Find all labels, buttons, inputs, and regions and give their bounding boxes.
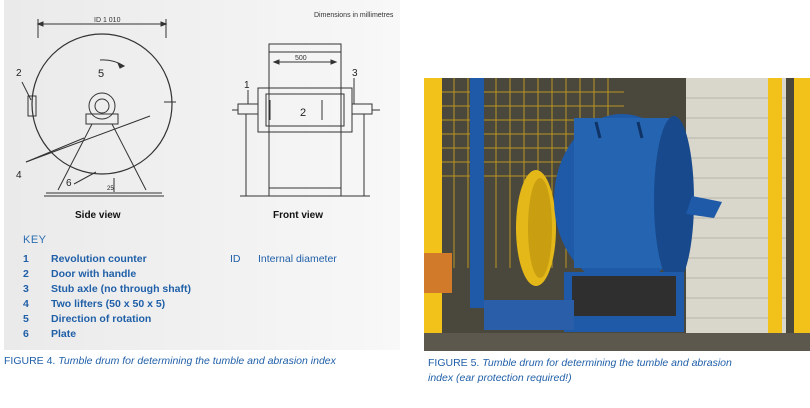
key-number: 6 bbox=[23, 328, 29, 340]
key-abbreviation: ID bbox=[230, 253, 241, 265]
figure5-caption-text-line1: Tumble drum for determining the tumble a… bbox=[482, 357, 732, 369]
id-dimension-label: ID 1 010 bbox=[94, 17, 121, 24]
key-text: Door with handle bbox=[51, 268, 137, 280]
front-view-label: Front view bbox=[273, 210, 324, 221]
tumble-drum-technical-drawing: ID 1 010 2 5 4 6 25 bbox=[16, 17, 380, 197]
tumble-drum-photo bbox=[424, 78, 810, 351]
side-view-label: Side view bbox=[75, 210, 121, 221]
tumble-drum-photo-illustration bbox=[424, 78, 810, 351]
figure5-caption-line1: FIGURE 5. Tumble drum for determining th… bbox=[428, 356, 808, 371]
figure5-caption-prefix: FIGURE 5. bbox=[428, 357, 480, 369]
figure4-caption-text: Tumble drum for determining the tumble a… bbox=[58, 355, 336, 367]
callout-4: 4 bbox=[16, 170, 22, 181]
callout-2-side: 2 bbox=[16, 68, 22, 79]
dimension-note: Dimensions in millimetres bbox=[314, 12, 394, 19]
figure4-caption-prefix: FIGURE 4. bbox=[4, 355, 56, 367]
callout-2-front: 2 bbox=[300, 107, 306, 119]
key-text: Plate bbox=[51, 328, 77, 340]
front-width-dimension: 500 bbox=[295, 55, 307, 62]
figure5-caption: FIGURE 5. Tumble drum for determining th… bbox=[428, 356, 808, 386]
key-abbreviation-definition: Internal diameter bbox=[258, 253, 337, 265]
callout-5: 5 bbox=[98, 68, 104, 80]
key-title: KEY bbox=[23, 234, 47, 246]
figure4-panel: ID 1 010 2 5 4 6 25 bbox=[4, 0, 400, 350]
figure4-caption: FIGURE 4. Tumble drum for determining th… bbox=[4, 354, 404, 369]
figure5-caption-text-line2: index (ear protection required!) bbox=[428, 372, 572, 384]
key-number: 5 bbox=[23, 313, 29, 325]
callout-6: 6 bbox=[66, 178, 72, 189]
callout-3: 3 bbox=[352, 68, 358, 79]
key-number: 2 bbox=[23, 268, 29, 280]
key-text: Revolution counter bbox=[51, 253, 147, 265]
key-number: 3 bbox=[23, 283, 29, 295]
key-text: Stub axle (no through shaft) bbox=[51, 283, 191, 295]
callout-1: 1 bbox=[244, 80, 250, 91]
key-text: Direction of rotation bbox=[51, 313, 152, 325]
key-number: 1 bbox=[23, 253, 29, 265]
small-dimension: 25 bbox=[107, 186, 114, 192]
key-text: Two lifters (50 x 50 x 5) bbox=[51, 298, 166, 310]
key-number: 4 bbox=[23, 298, 29, 310]
